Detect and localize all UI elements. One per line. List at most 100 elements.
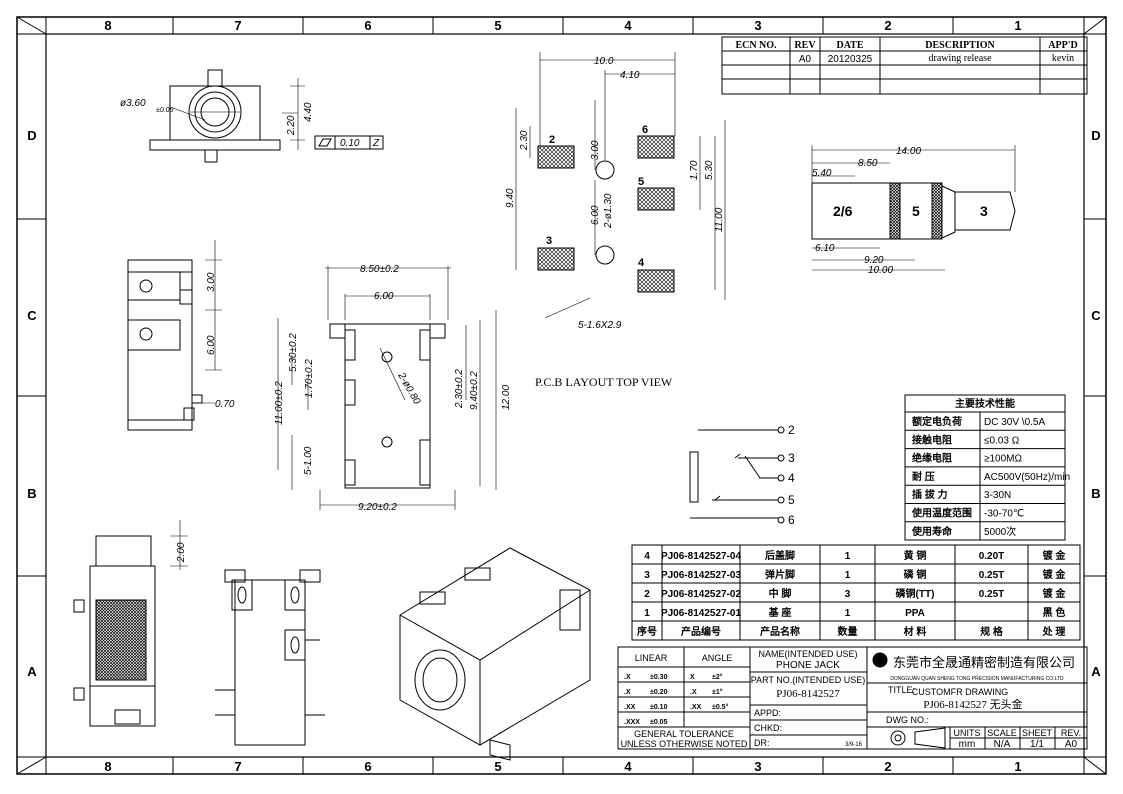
revision-table: ECN NO. REV DATE DESCRIPTION APP'D A0 20… <box>721 36 1088 95</box>
company-cn: 东莞市全晟通精密制造有限公司 <box>893 655 1075 670</box>
tol-linear-value: ±0.10 <box>650 704 668 711</box>
column-label-bottom: 5 <box>494 759 501 774</box>
dim-side-070: 0.70 <box>215 399 235 410</box>
rev-cell-rev: A0 <box>799 54 812 65</box>
spec-label: 绝缘电阻 <box>912 452 952 465</box>
dim-top-170: 1.70±0.2 <box>304 359 315 398</box>
dim-pcb-130: 2-ø1.30 <box>603 193 614 229</box>
bom-cell: 2 <box>644 589 650 600</box>
dim-pcb-410: 4.10 <box>620 70 640 81</box>
dim-plug-1000: 10.00 <box>868 265 893 276</box>
bom-cell: 镀 金 <box>1043 549 1067 562</box>
dim-plug-540: 5.40 <box>812 168 832 179</box>
tol-linear-value: ±0.05 <box>650 719 668 726</box>
bom-cell: 黑 色 <box>1043 606 1066 619</box>
bom-cell: 0.25T <box>979 570 1005 581</box>
dim-top-230: 2.30±0.2 <box>454 369 465 409</box>
pcb-layout <box>515 52 726 319</box>
dim-top-940: 9.40±0.2 <box>469 371 480 410</box>
bom-cell: 中 脚 <box>769 587 792 600</box>
dim-pcb-1100: 11.00 <box>714 207 725 232</box>
dim-top-100: 5-1.00 <box>303 446 314 475</box>
dr-label: DR: <box>754 738 770 748</box>
dim-top-width: 8.50±0.2 <box>360 264 399 275</box>
drawing-frame <box>16 16 1107 775</box>
row-label-right: C <box>1091 308 1101 323</box>
dim-side-6: 6.00 <box>206 335 217 355</box>
name-label: NAME(INTENDED USE) <box>758 649 857 659</box>
bom-cell: 镀 金 <box>1043 587 1067 600</box>
bom-cell: 1 <box>845 551 851 562</box>
dr-value: 3/9-16 <box>845 742 863 748</box>
tol-linear-key: .XXX <box>624 719 640 726</box>
tol-linear-label: LINEAR <box>635 653 668 663</box>
part-value: PJ06-8142527 <box>776 688 840 700</box>
pcb-pad-4 <box>637 269 675 293</box>
row-label-right: B <box>1091 486 1100 501</box>
pcb-hole-2 <box>595 245 615 265</box>
bom-cell: PJ06-8142527-03 <box>661 570 742 581</box>
dim-top-600: 6.00 <box>374 291 394 302</box>
bom-cell: 3 <box>845 589 851 600</box>
bom-cell: 3 <box>644 570 650 581</box>
spec-label: 插 拔 力 <box>912 488 948 501</box>
bom-cell: 后盖脚 <box>765 549 795 562</box>
row-label-left: A <box>27 664 37 679</box>
pcb-hole-1 <box>595 160 615 180</box>
column-label-bottom: 7 <box>234 759 241 774</box>
spec-label: 使用寿命 <box>911 525 953 538</box>
spec-value: 3-30N <box>984 490 1011 501</box>
bottom-view <box>215 569 325 746</box>
tol-unless: UNLESS OTHERWISE NOTED <box>621 739 748 749</box>
spec-table-title: 主要技术性能 <box>955 397 1015 410</box>
scale-value: N/A <box>994 739 1011 750</box>
spec-value: ≥100MΩ <box>984 454 1023 465</box>
dim-pcb-230: 2.30 <box>519 130 530 151</box>
rev-value: A0 <box>1065 739 1078 750</box>
appd-label: APPD: <box>754 708 781 718</box>
tolerance-block <box>617 646 751 750</box>
part-label: PART NO.(INTENDED USE) <box>751 675 866 685</box>
title-label: TITLE: <box>888 685 915 695</box>
pcb-pad-label-2: 2 <box>549 134 555 146</box>
bom-cell: PJ06-8142527-02 <box>661 589 742 600</box>
tol-linear-key: .XX <box>624 704 636 711</box>
spec-label: 接触电阻 <box>912 433 952 446</box>
tol-angle-label: ANGLE <box>702 653 733 663</box>
bom-cell: 镀 金 <box>1043 568 1067 581</box>
dim-pcb-600: 6.00 <box>590 205 601 225</box>
schematic-pin-6: 6 <box>788 513 795 527</box>
rev-header-appd: APP'D <box>1048 40 1077 51</box>
row-label-left: C <box>27 308 37 323</box>
tol-linear-key: .X <box>624 689 631 696</box>
spec-label: 额定电负荷 <box>912 415 962 428</box>
rev-header-ecn: ECN NO. <box>735 40 777 51</box>
pcb-pad-label-6: 6 <box>642 124 648 136</box>
rev-cell-date: 20120325 <box>828 54 873 65</box>
units-label: UNITS <box>954 728 981 738</box>
bom-header-cell: 序号 <box>637 625 657 638</box>
row-label-left: D <box>27 128 36 143</box>
dim-top-530: 5.30±0.2 <box>288 333 299 372</box>
column-label-top: 1 <box>1014 18 1021 33</box>
dim-front-dia: ø3.60 <box>120 98 146 109</box>
column-label-top: 7 <box>234 18 241 33</box>
dim-plug-1400: 14.00 <box>896 146 921 157</box>
column-label-bottom: 6 <box>364 759 371 774</box>
tol-angle-value: ±1° <box>712 688 723 696</box>
chkd-label: CHKD: <box>754 723 782 733</box>
tol-linear-value: ±0.20 <box>650 689 668 696</box>
bom-header-cell: 处 理 <box>1042 625 1066 638</box>
bom-header-cell: 材 料 <box>904 625 927 638</box>
tol-linear-value: ±0.30 <box>650 674 668 681</box>
bom-cell: PJ06-8142527-04 <box>661 551 742 562</box>
bom-cell: 1 <box>845 570 851 581</box>
schematic-pin-4: 4 <box>788 471 795 485</box>
bom-table <box>631 544 1081 641</box>
bom-cell: 4 <box>644 551 650 562</box>
